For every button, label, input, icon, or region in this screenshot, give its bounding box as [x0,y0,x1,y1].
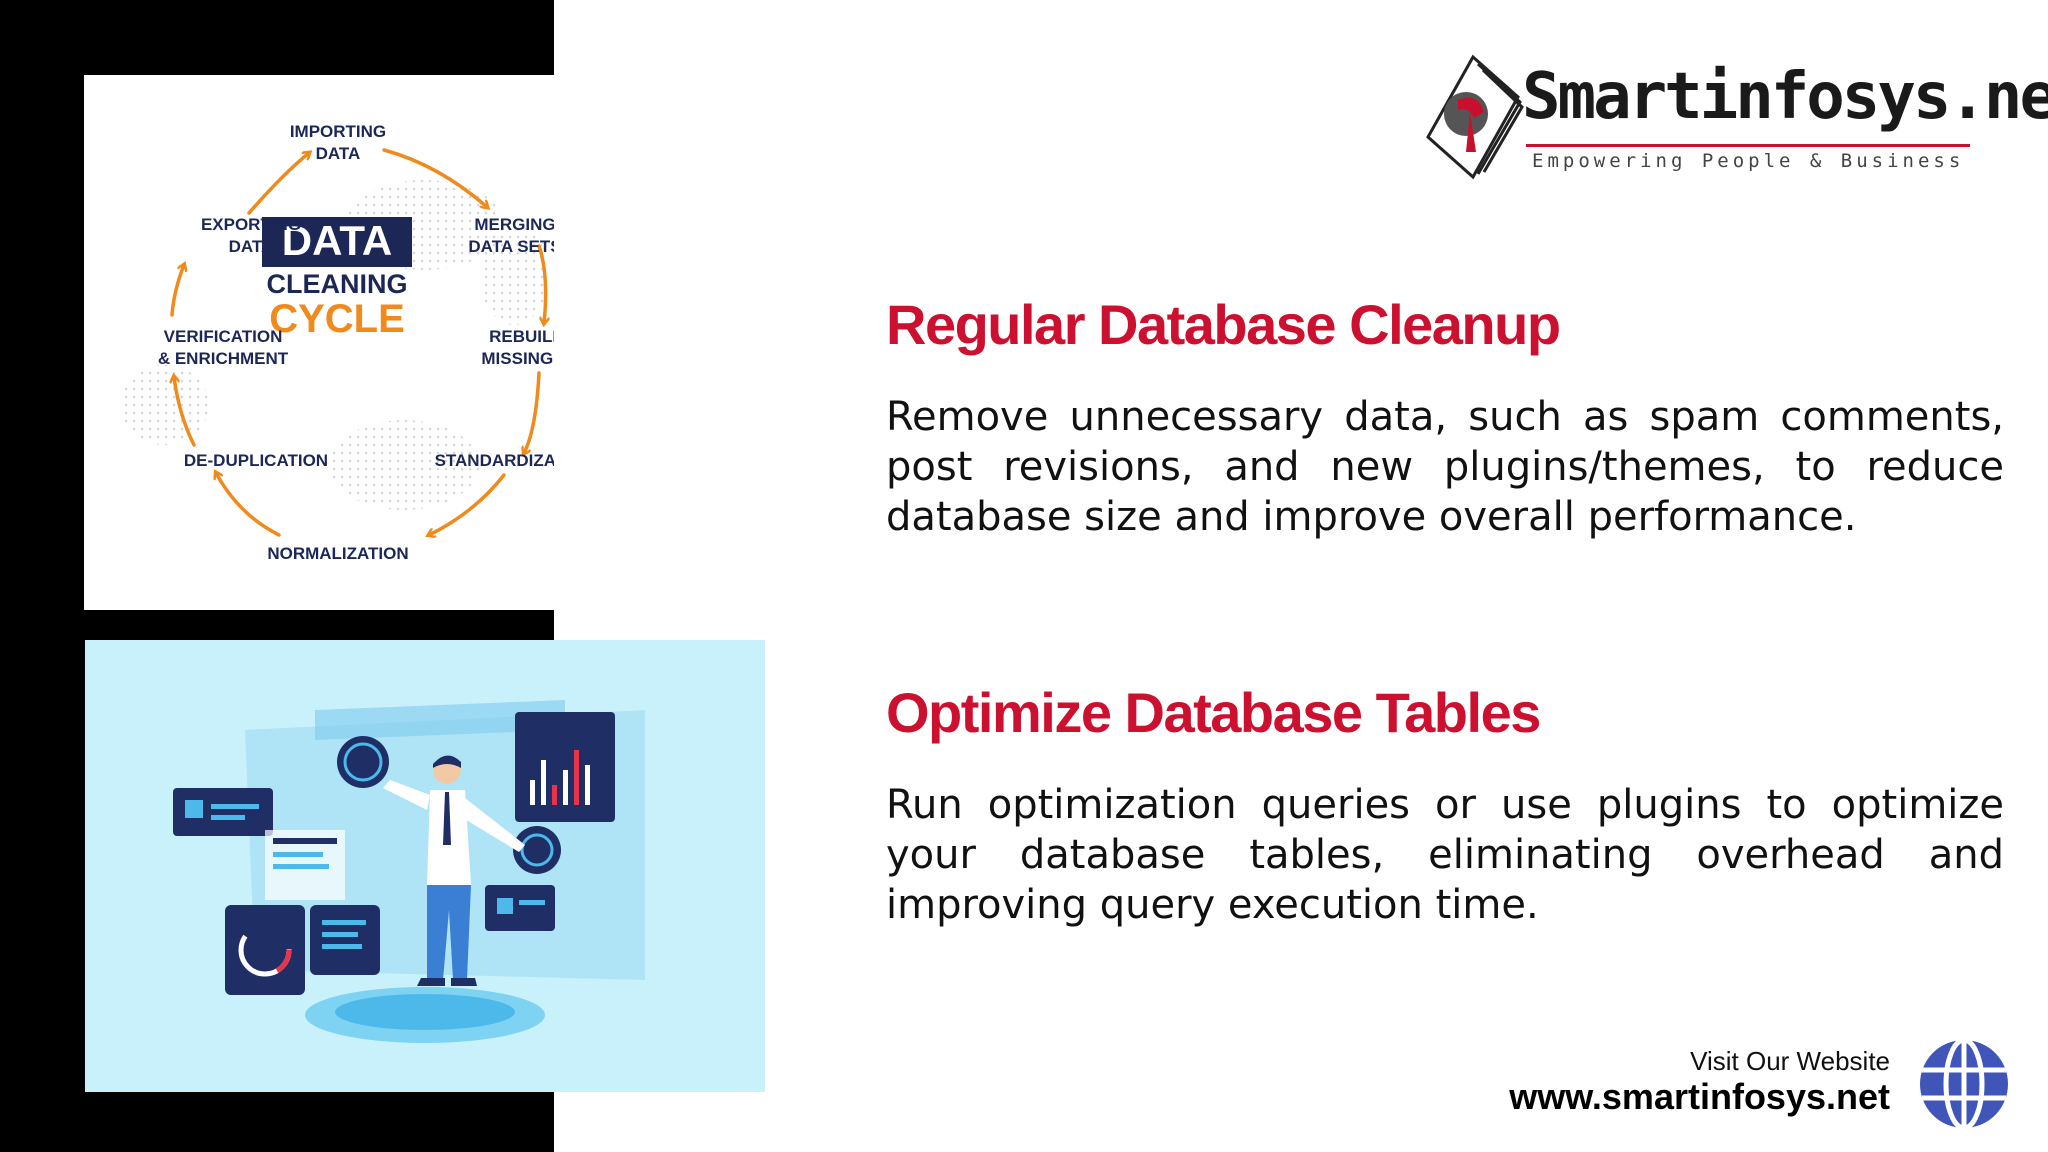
section-body: Remove unnecessary data, such as spam co… [886,394,2004,540]
chart-bar [585,765,590,805]
platform [335,994,515,1030]
gauge-card [225,905,305,995]
section-heading: Optimize Database Tables [886,681,1541,744]
stage-verification: VERIFICATION [164,327,283,346]
cycle-arrow [382,148,487,207]
widget-line [322,944,362,949]
chart-bar [541,760,546,805]
section-heading: Regular Database Cleanup [886,293,1561,356]
widget-card [485,885,555,931]
center-title-line3: CYCLE [269,297,405,341]
dotted-texture [119,365,209,445]
widget-line [211,804,259,809]
visit-website-label: Visit Our Website [1690,1046,1890,1076]
stage-normalization: NORMALIZATION [267,544,408,563]
background-panel [315,700,565,740]
touch-circle [513,826,561,874]
section-body: Run optimization queries or use plugins … [886,782,2004,928]
chart-bar [563,770,568,805]
logo-emblem-icon [1426,54,1524,180]
chart-card [515,712,615,822]
stage-standardization: STANDARDIZATION [435,451,554,470]
center-title-line2: CLEANING [267,269,408,299]
touch-circle-ring [520,833,554,867]
cycle-arrow [524,371,541,453]
stage-merging: DATA SETS [468,237,554,256]
data-analyst-illustration [85,640,765,1092]
data-cleaning-cycle-card: DATA CLEANING CYCLE IMPORTING DATA MERGI… [84,75,554,610]
widget-line [211,815,245,820]
widget-line [273,838,337,844]
website-link[interactable]: www.smartinfosys.net [1509,1076,1890,1117]
widget-line [322,932,358,937]
widget-icon [497,898,513,914]
widget-line [273,852,323,857]
logo-divider [1526,144,1970,147]
widget-line [273,864,329,869]
dotted-texture [329,420,479,510]
data-cleaning-cycle-diagram: DATA CLEANING CYCLE IMPORTING DATA MERGI… [119,122,554,563]
cycle-arrow [216,473,281,537]
widget-icon [185,800,203,818]
cycle-arrow [537,244,546,323]
widget-line [322,920,366,925]
stage-exporting: EXPORTING [201,215,301,234]
globe-icon [1920,1037,2008,1131]
stage-deduplication: DE-DUPLICATION [184,451,328,470]
chart-bar [530,780,535,805]
analyst-dashboard-illustration [173,700,645,1043]
widget-card [310,905,380,975]
cycle-arrow [174,377,196,447]
chart-bar [574,750,579,805]
chart-bar [552,785,557,805]
dotted-texture [479,225,549,325]
stage-importing: IMPORTING [290,122,386,141]
touch-circle-ring [343,742,383,782]
stage-importing: DATA [316,144,361,163]
logo-name: Smartinfosys.net [1522,60,2048,134]
widget-line [519,900,545,905]
cycle-arrow [247,153,309,215]
center-title-box [262,217,412,267]
center-title-line1: DATA [282,217,392,264]
analyst-figure [383,755,525,986]
stage-rebuilding: MISSING DATA [481,349,554,368]
gauge-ring-accent [238,923,292,977]
smartinfosys-logo: Smartinfosys.net Empowering People & Bus… [1418,52,2048,182]
cycle-arrow [170,265,184,317]
cycle-arrow [429,473,506,535]
stage-verification: & ENRICHMENT [158,349,289,368]
stage-merging: MERGING [474,215,554,234]
logo-tagline: Empowering People & Business [1532,150,1965,172]
stage-exporting: DATA [229,237,274,256]
stage-rebuilding: REBUILDING [489,327,554,346]
